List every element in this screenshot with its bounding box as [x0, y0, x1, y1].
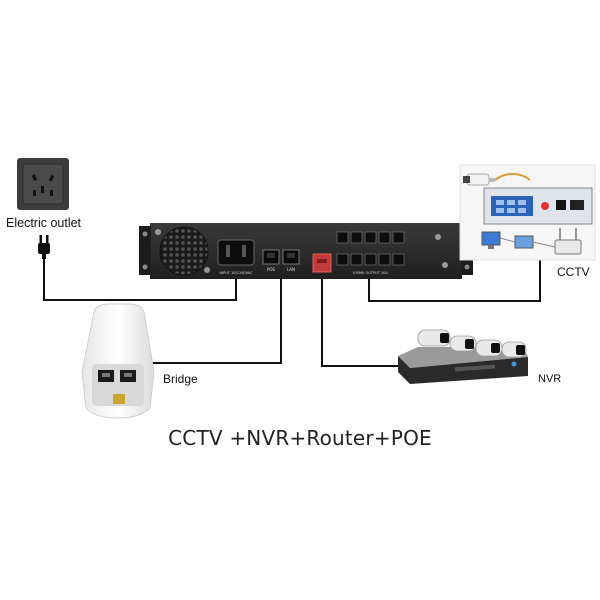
bridge-label: Bridge	[163, 372, 198, 386]
power-plug-icon	[38, 235, 50, 259]
camera-icon	[463, 173, 495, 186]
power-input-label: INPUT 100-240VAC	[219, 271, 253, 275]
cable-switch-to-nvr	[321, 276, 398, 367]
electric-outlet	[17, 158, 69, 210]
cable-switch-to-bridge	[150, 272, 282, 364]
power-input-socket	[217, 239, 255, 266]
output-label: 100MA OUTPUT 10A	[352, 271, 388, 275]
poe-switch: INPUT 100-240VAC POE LAN 100MA OUTPUT 10…	[139, 223, 473, 279]
wireless-bridge	[81, 303, 155, 419]
poe-port-label: POE	[267, 267, 276, 272]
output-port-grid	[336, 231, 405, 266]
electric-outlet-label: Electric outlet	[6, 216, 82, 230]
router-icon	[554, 239, 582, 255]
lan-port-label: LAN	[287, 267, 295, 272]
diagram-caption: CCTV +NVR+Router+POE	[168, 426, 432, 450]
fan-grille	[159, 226, 209, 276]
cable-outlet-to-switch	[43, 258, 237, 301]
nvr-label: NVR	[538, 373, 562, 385]
monitor-icon	[481, 231, 501, 246]
cctv-setup	[459, 164, 596, 261]
nvr-with-cameras	[398, 329, 528, 384]
cctv-label: CCTV	[557, 265, 590, 279]
cable-switch-to-cctv	[368, 253, 541, 302]
cables	[43, 253, 541, 367]
